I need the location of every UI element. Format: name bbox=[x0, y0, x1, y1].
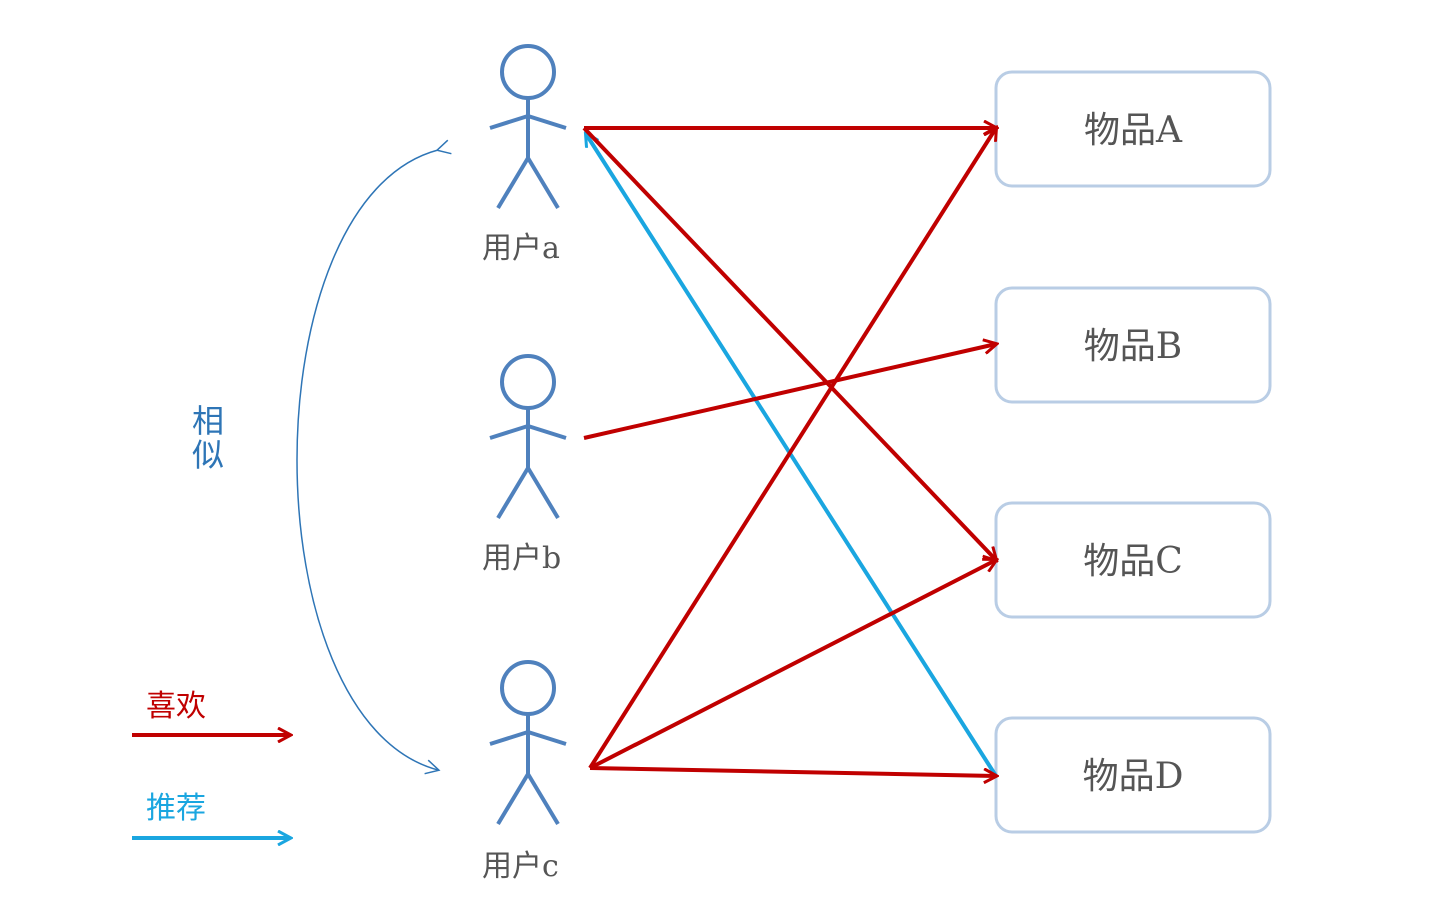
legend-recommend-label: 推荐 bbox=[146, 791, 206, 826]
item-d: 物品D bbox=[994, 716, 1272, 834]
like-edge-c-a bbox=[588, 128, 996, 770]
similar-label-1: 相 bbox=[192, 402, 224, 440]
like-edge-c-c bbox=[589, 560, 996, 770]
legend-like-label: 喜欢 bbox=[146, 689, 206, 724]
item-c: 物品C bbox=[994, 501, 1272, 619]
user-figure-icon bbox=[489, 44, 567, 210]
item-label-c: 物品C bbox=[1083, 541, 1183, 582]
item-b: 物品B bbox=[994, 286, 1272, 404]
item-a: 物品A bbox=[994, 70, 1272, 188]
recommend-edge-d-a bbox=[586, 134, 998, 778]
like-edge-c-d bbox=[589, 766, 996, 776]
similar-arc bbox=[296, 139, 452, 775]
user-figure-icon bbox=[489, 354, 567, 520]
legend: 喜欢 推荐 bbox=[132, 689, 290, 838]
user-c: 用户c bbox=[482, 660, 567, 884]
user-a: 用户a bbox=[482, 44, 567, 266]
similar-label-2: 似 bbox=[192, 436, 224, 474]
user-label-b: 用户b bbox=[482, 541, 561, 576]
user-label-c: 用户c bbox=[482, 849, 559, 884]
edges bbox=[582, 126, 998, 778]
item-label-b: 物品B bbox=[1084, 326, 1182, 367]
like-edge-a-c bbox=[582, 126, 996, 560]
user-label-a: 用户a bbox=[482, 231, 560, 266]
like-edge-b-b bbox=[583, 344, 996, 440]
item-label-d: 物品D bbox=[1083, 756, 1184, 797]
user-figure-icon bbox=[489, 660, 567, 826]
user-b: 用户b bbox=[482, 354, 567, 576]
item-label-a: 物品A bbox=[1084, 110, 1183, 151]
